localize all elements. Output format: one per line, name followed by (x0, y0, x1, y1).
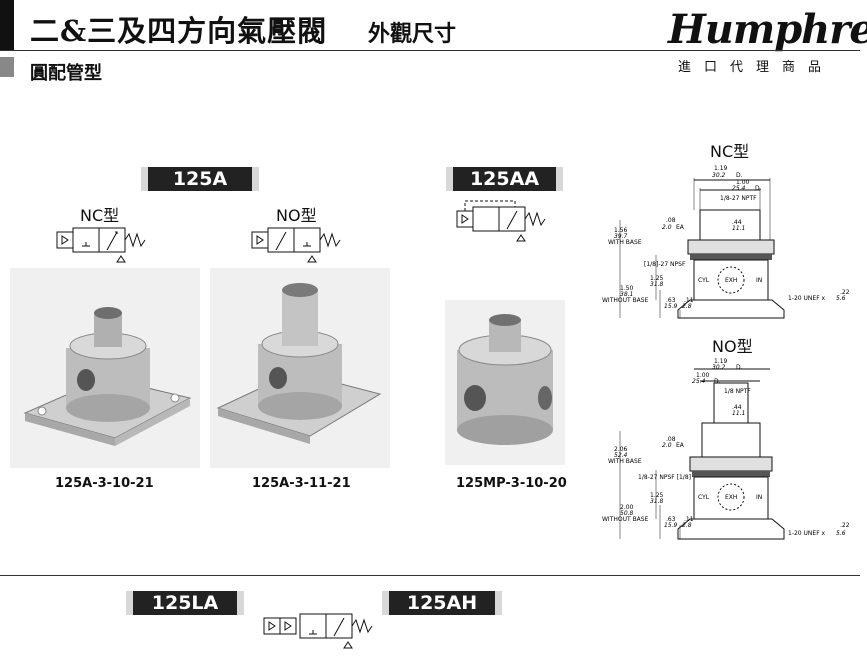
product-caption: 125MP-3-10-20 (456, 476, 567, 491)
svg-text:2.8: 2.8 (682, 522, 692, 529)
svg-text:EXH: EXH (725, 277, 737, 284)
page-subtitle: 外觀尺寸 (368, 22, 457, 47)
bottom-divider (0, 575, 860, 576)
svg-text:IN: IN (756, 277, 762, 284)
type-label-no: NO型 (276, 206, 317, 225)
drawing-title-nc: NC型 (710, 142, 750, 161)
svg-text:.63: .63 (666, 516, 676, 523)
svg-text:D.: D. (755, 185, 762, 192)
svg-text:D.: D. (736, 364, 743, 371)
svg-text:2.00: 2.00 (620, 504, 634, 511)
svg-text:1/8-27 NPSF [1/8]: 1/8-27 NPSF [1/8] (638, 474, 691, 481)
svg-text:WITHOUT BASE: WITHOUT BASE (602, 516, 649, 523)
svg-text:2.06: 2.06 (614, 446, 628, 453)
page-title: 二&三及四方向氣壓閥 (30, 14, 328, 48)
svg-text:38.1: 38.1 (620, 291, 633, 298)
svg-text:D.: D. (736, 172, 743, 179)
svg-text:31.8: 31.8 (650, 281, 664, 288)
brand-logo: Humphrey (668, 6, 867, 53)
svg-text:1/8 NPTF: 1/8 NPTF (724, 388, 751, 395)
svg-text:1.00: 1.00 (736, 179, 750, 186)
svg-text:1/8-27 NPTF: 1/8-27 NPTF (720, 195, 757, 202)
svg-text:2.0: 2.0 (662, 224, 672, 231)
svg-text:52.4: 52.4 (614, 452, 628, 459)
svg-text:2.0: 2.0 (662, 442, 672, 449)
svg-text:1.25: 1.25 (650, 275, 664, 282)
header-accent-bar (0, 0, 14, 50)
svg-text:.08: .08 (666, 436, 676, 443)
svg-text:1-20 UNEF x: 1-20 UNEF x (788, 530, 826, 537)
svg-text:.22: .22 (840, 522, 850, 529)
svg-text:CYL: CYL (698, 494, 710, 501)
svg-text:D.: D. (714, 378, 721, 385)
svg-text:EA: EA (676, 224, 685, 231)
svg-text:.11: .11 (684, 297, 694, 304)
svg-text:WITHOUT BASE: WITHOUT BASE (602, 297, 649, 304)
drawing-title-no: NO型 (712, 337, 753, 356)
svg-text:.44: .44 (732, 219, 742, 226)
svg-text:25.4: 25.4 (732, 185, 746, 192)
product-photo-125a-nc (10, 268, 200, 468)
svg-text:25.4: 25.4 (692, 378, 706, 385)
svg-text:5.6: 5.6 (836, 530, 846, 537)
svg-text:EA: EA (676, 442, 685, 449)
valve-symbol-no (251, 227, 341, 263)
svg-text:CYL: CYL (698, 277, 710, 284)
product-photo-125a-no (210, 268, 390, 468)
svg-text:EXH: EXH (725, 494, 737, 501)
svg-text:WITH BASE: WITH BASE (608, 239, 642, 246)
svg-text:1.19: 1.19 (714, 358, 728, 365)
svg-text:IN: IN (756, 494, 762, 501)
svg-text:.44: .44 (732, 404, 742, 411)
svg-text:.11: .11 (684, 516, 694, 523)
section-title: 圓配管型 (30, 63, 102, 84)
svg-text:15.9: 15.9 (664, 303, 678, 310)
model-label-125la: 125LA (126, 591, 244, 615)
svg-text:1-20 UNEF x: 1-20 UNEF x (788, 295, 826, 302)
model-label-125aa: 125AA (446, 167, 563, 191)
svg-text:1.19: 1.19 (714, 165, 728, 172)
valve-symbol-125aa (456, 200, 546, 242)
agent-label: 進口代理商品 (678, 60, 835, 75)
svg-text:1.56: 1.56 (614, 227, 628, 234)
svg-text:5.6: 5.6 (836, 295, 846, 302)
product-photo-125mp (445, 300, 565, 465)
svg-text:30.2: 30.2 (712, 172, 726, 179)
model-label-125a: 125A (141, 167, 259, 191)
svg-text:.08: .08 (666, 217, 676, 224)
svg-text:WITH BASE: WITH BASE (608, 458, 642, 465)
svg-text:39.7: 39.7 (614, 233, 628, 240)
valve-symbol-125la (263, 613, 373, 649)
valve-symbol-nc (56, 227, 146, 263)
svg-text:.63: .63 (666, 297, 676, 304)
svg-text:[1/8]-27 NPSF: [1/8]-27 NPSF (644, 261, 686, 268)
svg-text:1.50: 1.50 (620, 285, 634, 292)
svg-text:11.1: 11.1 (732, 225, 745, 232)
svg-text:30.2: 30.2 (712, 364, 726, 371)
svg-text:15.9: 15.9 (664, 522, 678, 529)
svg-text:50.8: 50.8 (620, 510, 634, 517)
product-caption: 125A-3-10-21 (55, 476, 154, 491)
svg-text:1.25: 1.25 (650, 492, 664, 499)
svg-text:11.1: 11.1 (732, 410, 745, 417)
type-label-nc: NC型 (80, 206, 120, 225)
header-divider (0, 50, 860, 51)
svg-text:.22: .22 (840, 289, 850, 296)
model-label-125ah: 125AH (382, 591, 502, 615)
product-caption: 125A-3-11-21 (252, 476, 351, 491)
svg-text:2.8: 2.8 (682, 303, 692, 310)
section-marker (0, 57, 14, 77)
svg-text:31.8: 31.8 (650, 498, 664, 505)
svg-text:1.00: 1.00 (696, 372, 710, 379)
